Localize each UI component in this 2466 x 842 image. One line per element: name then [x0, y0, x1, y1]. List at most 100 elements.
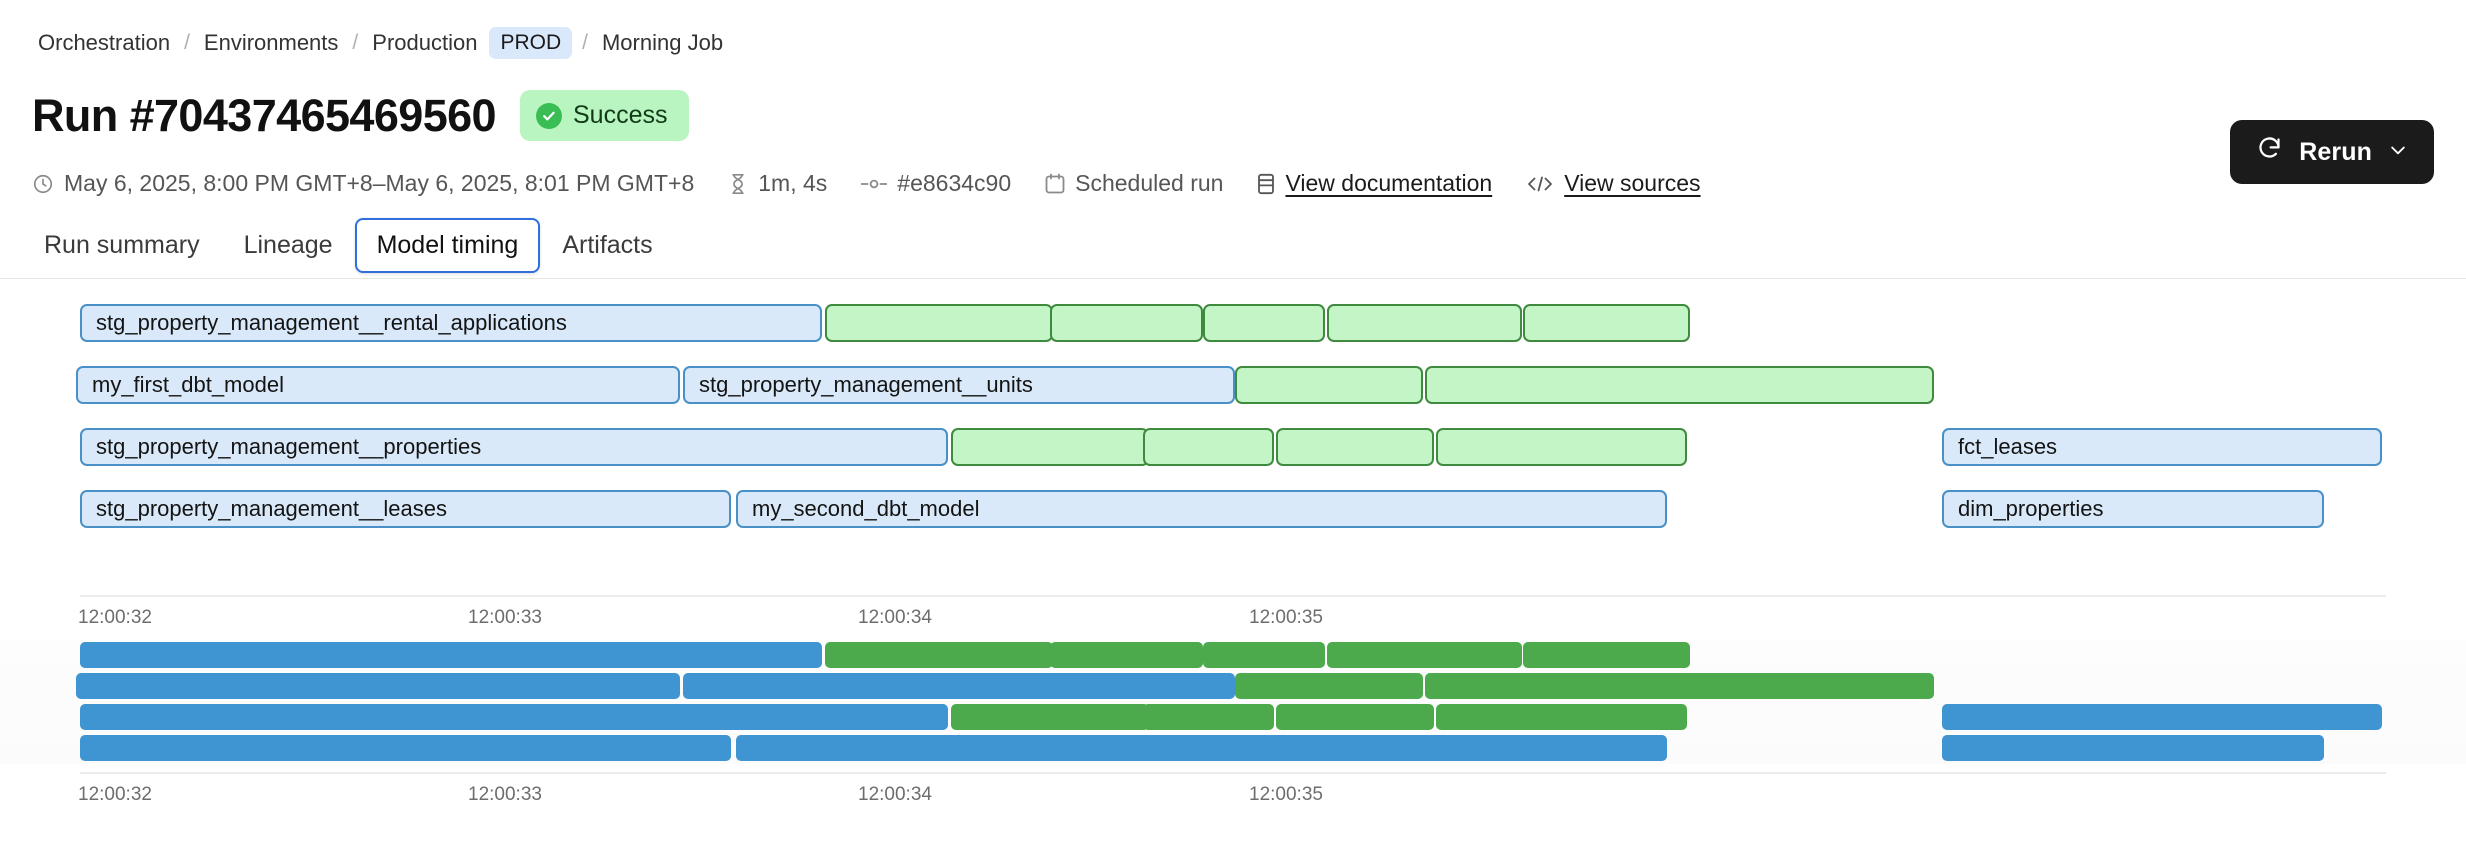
meta-docs-link[interactable]: View documentation [1285, 170, 1493, 196]
overview-bar-test[interactable] [1143, 704, 1274, 730]
breadcrumb-separator: / [352, 31, 359, 54]
axis-tick-label: 12:00:35 [1249, 784, 1323, 805]
overview-bar-test[interactable] [1425, 673, 1934, 699]
gantt-bar-model[interactable]: stg_property_management__properties [80, 428, 948, 466]
git-commit-icon [861, 174, 888, 194]
gantt-bar-test[interactable] [1327, 304, 1522, 342]
gantt-bar-test[interactable] [1235, 366, 1423, 404]
overview-bar-test[interactable] [1050, 642, 1203, 668]
breadcrumb-env-badge[interactable]: PROD [489, 27, 573, 59]
gantt-bar-model[interactable]: stg_property_management__leases [80, 490, 731, 528]
hourglass-icon [728, 173, 748, 195]
gantt-bar-test[interactable] [1425, 366, 1934, 404]
breadcrumb-separator: / [582, 31, 588, 54]
overview-bar-model[interactable] [1942, 735, 2324, 761]
overview-bar-test[interactable] [1327, 642, 1522, 668]
breadcrumb-item-4: Morning Job [601, 30, 724, 55]
gantt-bar-test[interactable] [1203, 304, 1325, 342]
breadcrumb-item-2[interactable]: Production [372, 30, 478, 55]
timing-overview-minimap[interactable] [0, 640, 2466, 764]
meta-timerange-text: May 6, 2025, 8:00 PM GMT+8–May 6, 2025, … [64, 170, 695, 196]
check-circle-icon [535, 102, 562, 129]
axis-tick-label: 12:00:32 [78, 607, 152, 628]
meta-commit[interactable]: #e8634c90 [861, 170, 1011, 197]
meta-duration-text: 1m, 4s [758, 170, 828, 196]
meta-commit-text: #e8634c90 [897, 170, 1012, 196]
gantt-bar-label: stg_property_management__leases [96, 496, 448, 521]
breadcrumb: Orchestration / Environments / Production PRO… [34, 27, 727, 59]
overview-bar-model[interactable] [80, 735, 731, 761]
gantt-row: stg_property_management__rental_applicat… [0, 300, 2466, 362]
overview-bar-model[interactable] [683, 673, 1235, 699]
rerun-button-label: Rerun [2299, 137, 2372, 166]
gantt-bar-test[interactable] [1143, 428, 1274, 466]
meta-timerange: May 6, 2025, 8:00 PM GMT+8–May 6, 2025, … [32, 170, 694, 197]
meta-trigger-text: Scheduled run [1075, 170, 1224, 196]
gantt-bar-test[interactable] [951, 428, 1149, 466]
gantt-bar-label: stg_property_management__properties [96, 434, 482, 459]
gantt-bar-model[interactable]: stg_property_management__rental_applicat… [80, 304, 822, 342]
meta-sources[interactable]: View sources [1526, 170, 1701, 197]
gantt-bar-model[interactable]: stg_property_management__units [683, 366, 1235, 404]
gantt-bar-test[interactable] [1276, 428, 1434, 466]
gantt-row: my_first_dbt_model stg_property_managemen… [0, 362, 2466, 424]
axis-line [80, 772, 2386, 774]
book-icon [1257, 173, 1275, 195]
gantt-bar-label: my_first_dbt_model [92, 372, 284, 397]
gantt-bar-test[interactable] [1523, 304, 1690, 342]
overview-bar-test[interactable] [1235, 673, 1423, 699]
overview-bar-model[interactable] [736, 735, 1667, 761]
overview-bar-test[interactable] [1203, 642, 1325, 668]
tab-artifacts[interactable]: Artifacts [540, 218, 674, 273]
overview-bar-model[interactable] [76, 673, 680, 699]
axis-line [80, 595, 2386, 597]
overview-bar-model[interactable] [80, 704, 948, 730]
tab-run-summary[interactable]: Run summary [22, 218, 222, 273]
clock-icon [32, 173, 54, 195]
overview-row [0, 733, 2466, 764]
overview-bar-test[interactable] [1523, 642, 1690, 668]
tab-bar-divider [0, 278, 2466, 279]
gantt-row: stg_property_management__properties fct_l… [0, 424, 2466, 486]
run-metadata: May 6, 2025, 8:00 PM GMT+8–May 6, 2025, … [32, 170, 1701, 197]
page-title-row: Run #70437465469560 Success [32, 90, 690, 141]
gantt-bar-label: stg_property_management__units [699, 372, 1033, 397]
gantt-bar-test[interactable] [1050, 304, 1203, 342]
overview-bar-model[interactable] [1942, 704, 2382, 730]
overview-bar-test[interactable] [825, 642, 1053, 668]
axis-tick-label: 12:00:34 [858, 784, 932, 805]
gantt-bar-model[interactable]: my_first_dbt_model [76, 366, 680, 404]
meta-sources-link[interactable]: View sources [1564, 170, 1701, 196]
tab-lineage[interactable]: Lineage [222, 218, 355, 273]
overview-row [0, 702, 2466, 733]
meta-duration: 1m, 4s [728, 170, 827, 197]
gantt-bar-model[interactable]: my_second_dbt_model [736, 490, 1667, 528]
overview-bar-test[interactable] [951, 704, 1149, 730]
meta-docs[interactable]: View documentation [1257, 170, 1492, 197]
chevron-down-icon [2388, 138, 2408, 167]
overview-bar-test[interactable] [1436, 704, 1687, 730]
overview-bar-model[interactable] [80, 642, 822, 668]
gantt-bar-label: dim_properties [1958, 496, 2104, 521]
rerun-button[interactable]: Rerun [2230, 120, 2434, 184]
breadcrumb-item-0[interactable]: Orchestration [38, 30, 171, 55]
overview-bar-test[interactable] [1276, 704, 1434, 730]
axis-tick-label: 12:00:34 [858, 607, 932, 628]
tab-model-timing[interactable]: Model timing [354, 218, 541, 273]
calendar-icon [1045, 173, 1065, 195]
gantt-bar-label: stg_property_management__rental_applicat… [96, 310, 567, 335]
status-badge: Success [519, 90, 690, 141]
axis-tick-label: 12:00:33 [468, 784, 542, 805]
gantt-bar-test[interactable] [825, 304, 1053, 342]
axis-tick-label: 12:00:32 [78, 784, 152, 805]
status-badge-label: Success [572, 101, 668, 129]
gantt-bar-model[interactable]: dim_properties [1942, 490, 2324, 528]
page-title: Run #70437465469560 [32, 90, 497, 141]
gantt-bar-model[interactable]: fct_leases [1942, 428, 2382, 466]
overview-row [0, 640, 2466, 671]
gantt-bar-test[interactable] [1436, 428, 1687, 466]
breadcrumb-item-1[interactable]: Environments [203, 30, 339, 55]
breadcrumb-separator: / [184, 31, 190, 54]
